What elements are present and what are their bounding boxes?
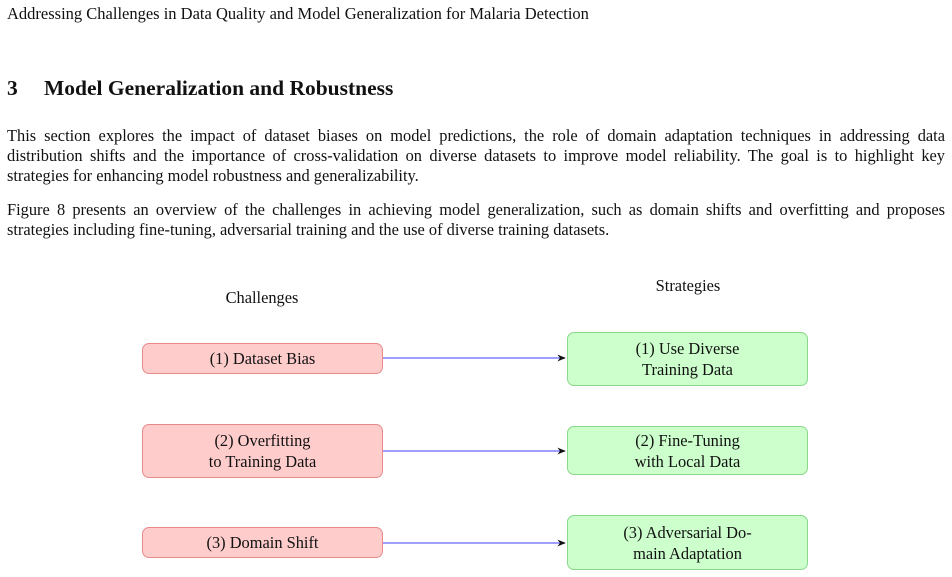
strategies-column-label: Strategies bbox=[655, 276, 721, 295]
strategy-box-diverse-data: (1) Use Diverse Training Data bbox=[567, 332, 808, 386]
section-heading: 3 Model Generalization and Robustness bbox=[7, 76, 393, 101]
section-title: Model Generalization and Robustness bbox=[44, 76, 394, 100]
challenge-2-line-2: to Training Data bbox=[208, 452, 317, 471]
strategy-box-fine-tuning: (2) Fine-Tuning with Local Data bbox=[567, 426, 808, 475]
challenge-box-overfitting: (2) Overfitting to Training Data bbox=[142, 424, 383, 478]
strategy-1-line-2: Training Data bbox=[642, 360, 733, 379]
strategy-box-adversarial: (3) Adversarial Do- main Adaptation bbox=[567, 515, 808, 570]
challenge-3-line-1: (3) Domain Shift bbox=[206, 533, 319, 552]
paragraph-figure-overview: Figure 8 presents an overview of the cha… bbox=[7, 200, 945, 239]
running-header: Addressing Challenges in Data Quality an… bbox=[7, 4, 589, 23]
strategy-2-line-1: (2) Fine-Tuning bbox=[635, 430, 740, 450]
paragraph-intro: This section explores the impact of data… bbox=[7, 126, 945, 185]
section-number: 3 bbox=[7, 76, 18, 100]
challenge-1-line-1: (1) Dataset Bias bbox=[209, 349, 316, 368]
challenge-box-domain-shift: (3) Domain Shift bbox=[142, 527, 383, 558]
strategy-3-line-1: (3) Adversarial Do- bbox=[623, 522, 752, 542]
challenges-column-label: Challenges bbox=[225, 288, 299, 307]
strategy-2-line-2: with Local Data bbox=[634, 451, 741, 471]
challenge-box-dataset-bias: (1) Dataset Bias bbox=[142, 343, 383, 374]
strategy-3-line-2: main Adaptation bbox=[633, 543, 742, 563]
challenge-2-line-1: (2) Overfitting bbox=[214, 431, 311, 450]
strategy-1-line-1: (1) Use Diverse bbox=[635, 339, 740, 358]
